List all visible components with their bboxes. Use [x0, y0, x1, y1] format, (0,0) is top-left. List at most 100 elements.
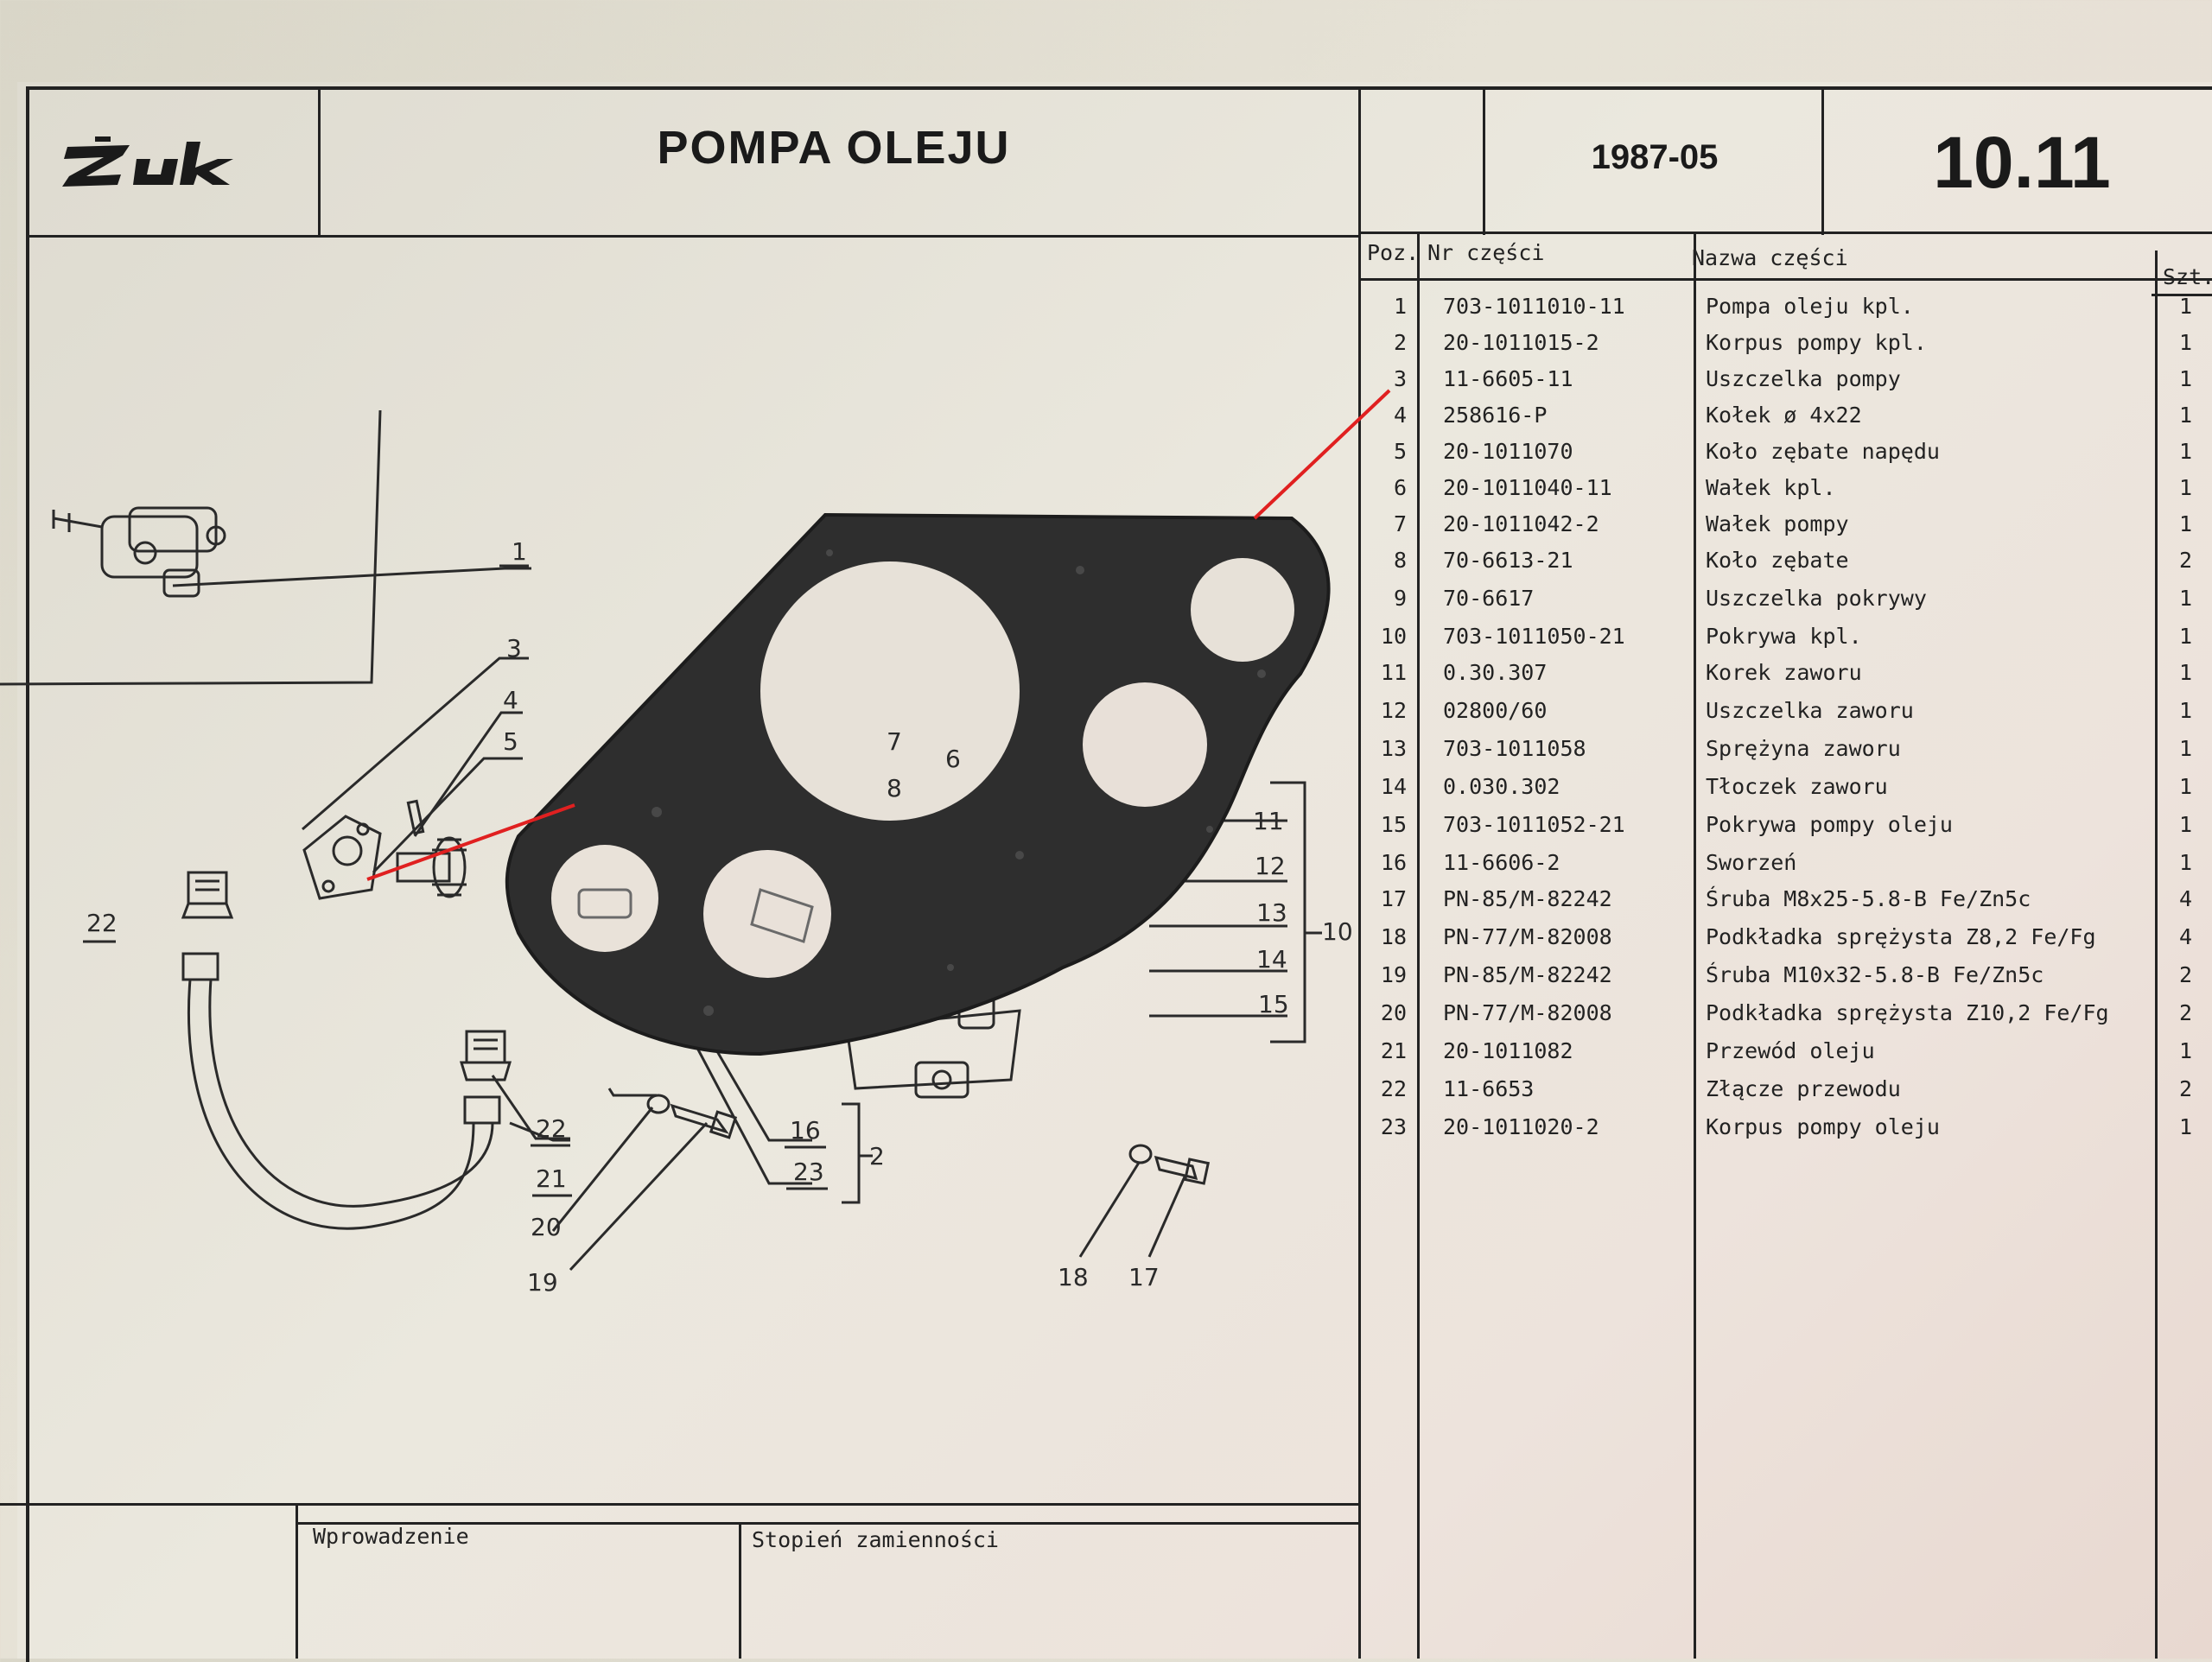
quantity: 1 [2179, 624, 2193, 649]
part-name: Korpus pompy oleju [1706, 1114, 1940, 1139]
position-number: 14 [1380, 774, 1407, 799]
callout-number: 18 [1058, 1263, 1089, 1291]
position-number: 3 [1393, 366, 1407, 391]
part-number: 70-6617 [1443, 586, 1535, 611]
introduction-label: Wprowadzenie [313, 1524, 469, 1549]
bolt-17-18 [1128, 1144, 1211, 1185]
quantity: 1 [2179, 439, 2193, 464]
position-number: 11 [1380, 660, 1407, 685]
quantity: 1 [2179, 1114, 2193, 1139]
inset-frame [0, 409, 382, 686]
part-number: 20-1011042-2 [1443, 511, 1599, 536]
part-number: 11-6653 [1443, 1076, 1535, 1101]
part-name: Pokrywa pompy oleju [1706, 812, 1953, 837]
position-number: 12 [1380, 698, 1407, 723]
position-number: 1 [1393, 294, 1407, 319]
part-name: Śruba M8x25-5.8-B Fe/Zn5c [1706, 886, 2031, 911]
part-name: Korek zaworu [1706, 660, 1862, 685]
leader-1 [172, 567, 531, 587]
position-number: 6 [1393, 475, 1407, 500]
quantity: 1 [2179, 698, 2193, 723]
quantity: 1 [2179, 330, 2193, 355]
logo-divider [318, 86, 321, 235]
position-number: 19 [1380, 962, 1407, 987]
callout-number: 20 [531, 1213, 562, 1241]
callout-number: 3 [506, 634, 522, 663]
part-name: Pokrywa kpl. [1706, 624, 1862, 649]
fitting-22-left [181, 871, 234, 919]
position-number: 2 [1393, 330, 1407, 355]
footer-divider-2 [739, 1522, 741, 1659]
column-header-part-number: Nr części [1427, 240, 1545, 265]
callout-number: 4 [503, 686, 518, 714]
part-number: PN-77/M-82008 [1443, 924, 1612, 949]
part-name: Uszczelka pokrywy [1706, 586, 1927, 611]
position-number: 8 [1393, 548, 1407, 573]
part-name: Pompa oleju kpl. [1706, 294, 1914, 319]
callout-number: 14 [1256, 945, 1287, 974]
callout-number: 21 [536, 1164, 567, 1193]
position-number: 15 [1380, 812, 1407, 837]
part-number: 20-1011070 [1443, 439, 1573, 464]
callout-number: 17 [1128, 1263, 1160, 1291]
quantity: 2 [2179, 962, 2193, 987]
table-row: 9 70-6617 Uszczelka pokrywy 1 [1358, 586, 2212, 623]
footer-top-rule [0, 1503, 1361, 1506]
quantity: 2 [2179, 1000, 2193, 1025]
part-name: Złącze przewodu [1706, 1076, 1901, 1101]
callout-number: 6 [945, 745, 961, 773]
part-name: Tłoczek zaworu [1706, 774, 1888, 799]
part-name: Korpus pompy kpl. [1706, 330, 1927, 355]
assembled-pump-sketch [52, 506, 226, 598]
callout-number: 22 [536, 1114, 567, 1143]
part-name: Wałek kpl. [1706, 475, 1836, 500]
gasket-photo [505, 512, 1331, 1056]
header-top-rule [26, 86, 2212, 89]
position-number: 7 [1393, 511, 1407, 536]
table-header-qty-rule [2152, 294, 2212, 296]
position-number: 17 [1380, 886, 1407, 911]
page-title: POMPA OLEJU [657, 122, 1011, 174]
quantity: 2 [2179, 1076, 2193, 1101]
part-number: 0.30.307 [1443, 660, 1548, 685]
position-number: 4 [1393, 403, 1407, 428]
callout-number: 16 [790, 1116, 821, 1145]
table-col-divider-3 [2155, 251, 2158, 1659]
position-number: 13 [1380, 736, 1407, 761]
page-number: 10.11 [1933, 122, 2111, 203]
callout-number: 7 [887, 727, 902, 756]
position-number: 10 [1380, 624, 1407, 649]
quantity: 1 [2179, 294, 2193, 319]
footer-inner-rule [298, 1522, 1361, 1525]
part-number: 11-6605-11 [1443, 366, 1573, 391]
position-number: 9 [1393, 586, 1407, 611]
quantity: 4 [2179, 886, 2193, 911]
part-number: 11-6606-2 [1443, 850, 1560, 875]
part-name: Kołek ø 4x22 [1706, 403, 1862, 428]
quantity: 1 [2179, 774, 2193, 799]
part-number: 258616-P [1443, 403, 1548, 428]
part-number: 0.030.302 [1443, 774, 1560, 799]
quantity: 1 [2179, 511, 2193, 536]
position-number: 20 [1380, 1000, 1407, 1025]
quantity: 1 [2179, 586, 2193, 611]
quantity: 1 [2179, 850, 2193, 875]
table-header-top-rule [1358, 232, 2212, 234]
quantity: 1 [2179, 1038, 2193, 1063]
red-annotation-lines [366, 389, 1391, 881]
callout-number: 19 [527, 1268, 558, 1297]
revision-date: 1987-05 [1591, 138, 1719, 176]
position-number: 18 [1380, 924, 1407, 949]
oil-pipe-sketch [181, 952, 501, 1230]
part-number: 70-6613-21 [1443, 548, 1573, 573]
part-name: Sprężyna zaworu [1706, 736, 1901, 761]
callout-number: 10 [1322, 917, 1353, 946]
